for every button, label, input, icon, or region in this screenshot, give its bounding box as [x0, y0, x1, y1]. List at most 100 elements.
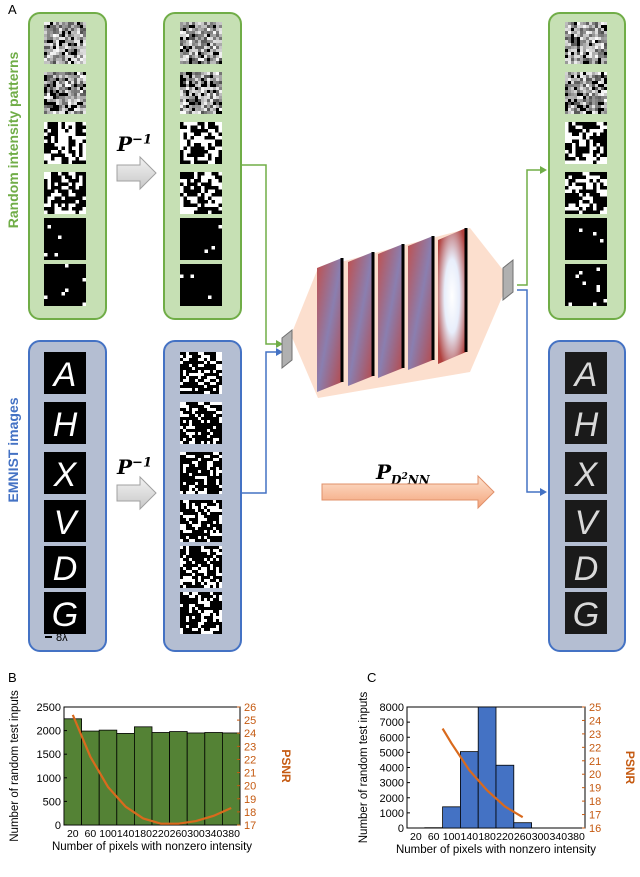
bar	[221, 732, 241, 826]
emnist-input-tile: G	[44, 592, 86, 634]
random-pattern-tile	[565, 22, 607, 64]
x-tick-label: 60	[85, 828, 97, 840]
emnist-output-tile: G	[565, 592, 607, 634]
emnist-input-tile: H	[44, 402, 86, 444]
bar	[186, 732, 206, 826]
x-tick-label: 300	[187, 828, 205, 840]
bar	[477, 706, 497, 829]
p-inverse-label-bottom: P−1	[117, 455, 152, 479]
random-pattern-tile	[180, 172, 222, 214]
bar	[151, 732, 171, 826]
y2-tick-label: 17	[589, 810, 601, 822]
y2-tick-label: 24	[589, 715, 601, 727]
random-pattern-tile	[180, 72, 222, 114]
bar	[204, 732, 223, 826]
y-tick-label: 8000	[380, 702, 404, 714]
p-inverse-label-top: P−1	[117, 132, 152, 156]
emnist-pinv-tile	[180, 452, 222, 494]
y2-tick-label: 18	[244, 807, 256, 819]
random-pattern-tile	[44, 218, 86, 260]
y-tick-label: 4000	[380, 763, 404, 775]
y-tick-label: 7000	[380, 717, 404, 729]
bar	[460, 751, 479, 829]
y2-tick-label: 25	[244, 715, 256, 727]
y2-tick-label: 17	[244, 820, 256, 832]
random-pattern-tile	[180, 264, 222, 306]
emnist-output-tile: X	[565, 452, 607, 494]
emnist-letter: V	[575, 504, 601, 542]
x-tick-label: 300	[532, 831, 550, 843]
emnist-letter: G	[573, 596, 599, 634]
emnist-input-tile: A	[44, 352, 86, 394]
y2-tick-label: 21	[244, 768, 256, 780]
y-tick-label: 5000	[380, 747, 404, 759]
y2-axis-label: PSNR	[279, 749, 293, 783]
chart-c: 0100020003000400050006000700080001617181…	[358, 692, 637, 856]
y-axis-label: Number of random test inputs	[9, 690, 21, 842]
x-tick-label: 60	[428, 831, 440, 843]
y2-tick-label: 25	[589, 702, 601, 714]
x-tick-label: 340	[550, 831, 568, 843]
bar	[495, 764, 515, 829]
y-tick-label: 1000	[380, 808, 404, 820]
y-tick-label: 1000	[37, 773, 61, 785]
y2-tick-label: 20	[244, 781, 256, 793]
psnr-curve	[441, 727, 524, 819]
diagram-overlay: 8λ	[45, 155, 547, 644]
x-tick-label: 340	[205, 828, 223, 840]
x-tick-label: 100	[99, 828, 117, 840]
y2-axis-label: PSNR	[623, 751, 637, 785]
emnist-input-tile: D	[44, 546, 86, 588]
y-tick-label: 2000	[380, 793, 404, 805]
y2-tick-label: 22	[589, 742, 601, 754]
input-plane	[281, 328, 293, 370]
y2-tick-label: 21	[589, 756, 601, 768]
y2-tick-label: 20	[589, 769, 601, 781]
emnist-letter: A	[52, 356, 77, 394]
y2-tick-label: 22	[244, 754, 256, 766]
y2-tick-label: 23	[244, 741, 256, 753]
emnist-letter: V	[54, 504, 80, 542]
scale-bar-label: 8λ	[56, 632, 68, 644]
emnist-letter: D	[574, 550, 599, 588]
emnist-output-tile: D	[565, 546, 607, 588]
emnist-pinv-tile	[180, 546, 222, 588]
y2-tick-label: 23	[589, 729, 601, 741]
emnist-output-tile: V	[565, 500, 607, 542]
emnist-output-tile: A	[565, 352, 607, 394]
emnist-pinv-tile	[180, 402, 222, 444]
emnist-pinv-tile	[180, 592, 222, 634]
blue-connector-in	[242, 351, 276, 494]
bar	[133, 726, 153, 826]
random-pattern-tile	[44, 264, 86, 306]
x-axis-label: Number of pixels with nonzero intensity	[396, 844, 596, 856]
chart-b: 0500100015002000250017181920212223242526…	[9, 690, 293, 853]
x-tick-label: 260	[514, 831, 532, 843]
panel-label-b: B	[8, 670, 17, 685]
emnist-letter: X	[53, 456, 78, 494]
x-tick-label: 380	[222, 828, 240, 840]
random-pattern-tile	[44, 22, 86, 64]
emnist-pinv-tile	[180, 352, 222, 394]
x-tick-label: 20	[67, 828, 79, 840]
emnist-letter: X	[574, 456, 599, 494]
bar	[81, 730, 100, 826]
emnist-input-tile: V	[44, 500, 86, 542]
emnist-letter: H	[574, 406, 599, 444]
random-pattern-tile	[44, 172, 86, 214]
y-tick-label: 0	[398, 823, 404, 835]
emnist-letter: A	[573, 356, 598, 394]
random-pattern-tile	[44, 72, 86, 114]
p-inverse-arrow-top	[116, 155, 157, 191]
y-tick-label: 0	[55, 820, 61, 832]
random-pattern-tile	[180, 122, 222, 164]
x-tick-label: 220	[496, 831, 514, 843]
y-tick-label: 2500	[37, 702, 61, 714]
y-tick-label: 2000	[37, 726, 61, 738]
y2-tick-label: 26	[244, 702, 256, 714]
y-tick-label: 500	[43, 796, 61, 808]
y2-tick-label: 19	[589, 783, 601, 795]
panel-label-a: A	[8, 2, 17, 17]
